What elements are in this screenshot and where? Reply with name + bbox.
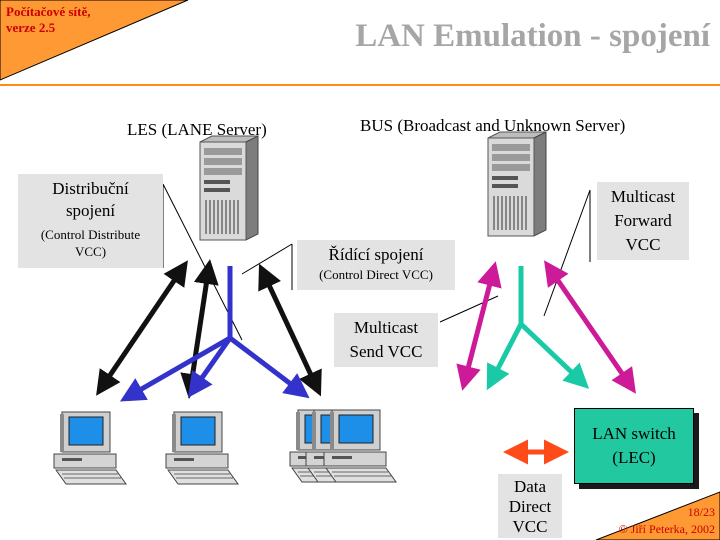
course-version: verze 2.5 — [6, 20, 56, 35]
distribution-title-line2: spojení — [65, 201, 116, 220]
data-direct-line1: Data — [513, 477, 547, 496]
multicast-forward-line2: Forward — [614, 211, 672, 230]
multicast-send-vcc-label: Multicast Send VCC — [334, 313, 438, 367]
data-direct-vcc-label: Data Direct VCC — [498, 474, 562, 538]
distribution-subtitle-line2: VCC) — [74, 244, 107, 259]
copyright: © Jiří Peterka, 2002 — [618, 522, 715, 536]
course-title: Počítačové sítě, verze 2.5 — [6, 4, 146, 36]
multicast-forward-line3: VCC — [625, 235, 661, 254]
control-direct-vcc-arrows — [119, 266, 310, 402]
control-title: Řídící spojení — [328, 245, 424, 264]
les-server-icon — [199, 135, 259, 241]
multicast-send-line1: Multicast — [353, 318, 419, 337]
lan-switch-line2: (LEC) — [612, 448, 656, 467]
multicast-send-vcc-arrows — [486, 266, 590, 391]
control-subtitle: (Control Direct VCC) — [319, 267, 433, 282]
control-direct-vcc-label: Řídící spojení (Control Direct VCC) — [297, 240, 455, 290]
bus-label: BUS (Broadcast and Unknown Server) — [360, 116, 626, 135]
corner-triangle-bottom — [595, 491, 720, 540]
multicast-forward-vcc-arrows — [456, 260, 636, 394]
data-direct-line3: VCC — [512, 517, 548, 536]
control-distribute-vcc-arrows — [96, 259, 322, 399]
les-label: LES (LANE Server) — [127, 120, 267, 139]
slide-title: LAN Emulation - spojení — [355, 18, 710, 54]
lan-switch-line1: LAN switch — [592, 424, 676, 443]
title-divider — [0, 84, 720, 86]
multicast-forward-vcc-label: Multicast Forward VCC — [597, 182, 689, 260]
corner-triangle — [0, 0, 189, 81]
distribution-title-line1: Distribuční — [52, 179, 129, 198]
multicast-send-line2: Send VCC — [349, 342, 423, 361]
data-direct-line2: Direct — [508, 497, 552, 516]
control-distribute-vcc-label: Distribuční spojení (Control Distribute … — [18, 174, 163, 268]
lan-switch-box: LAN switch (LEC) — [574, 408, 694, 484]
workstation-1-icon — [53, 411, 127, 485]
bus-server-icon — [487, 131, 547, 237]
distribution-subtitle-line1: (Control Distribute — [40, 227, 141, 242]
course-name: Počítačové sítě, — [6, 4, 91, 19]
workstation-2-icon — [165, 411, 239, 485]
multicast-forward-line1: Multicast — [610, 187, 676, 206]
workstation-cluster-icon — [289, 409, 397, 483]
page-number: 18/23 — [687, 505, 715, 519]
